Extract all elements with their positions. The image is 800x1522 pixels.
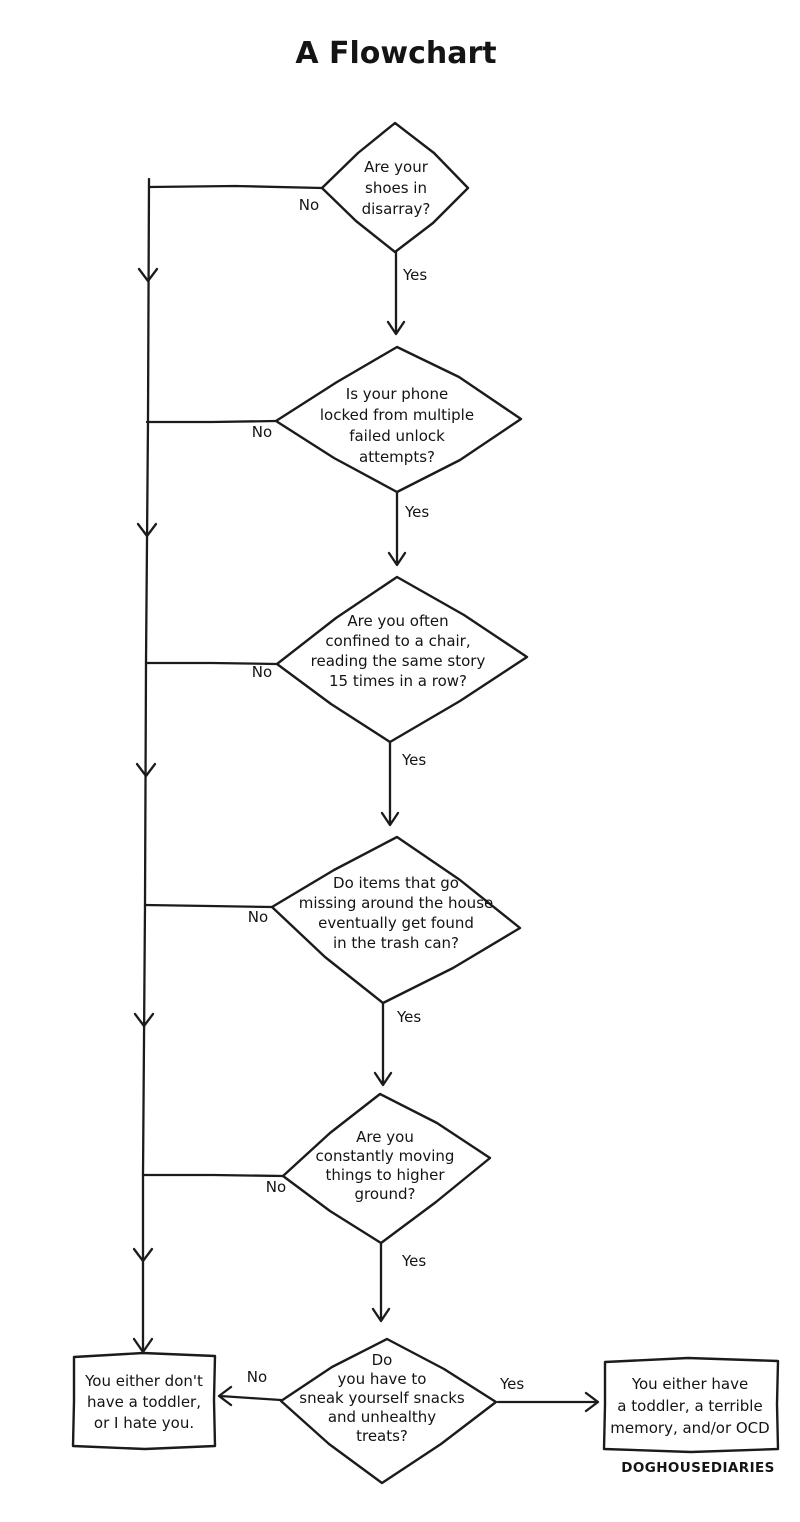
decision-3-line: confined to a chair, [325,632,470,650]
yes-label-6: Yes [499,1375,524,1393]
outcome-yes: You either have a toddler, a terrible me… [602,1356,780,1454]
decision-6-line: treats? [356,1427,408,1445]
decision-5-diamond [281,1092,492,1245]
no-label-5: No [266,1178,286,1196]
decision-3-line: Are you often [347,612,448,630]
flowchart-title: A Flowchart [295,36,496,71]
decision-3-diamond [275,575,529,744]
no-connector-4 [143,903,274,909]
outcome-no-line: You either don't [84,1372,203,1390]
yes-arrow-4 [373,1001,393,1087]
decision-5-line: things to higher [325,1166,445,1184]
decision-1-diamond [320,121,470,254]
attribution-text: DOGHOUSEDIARIES [621,1460,775,1476]
outcome-no-line: or I hate you. [94,1414,194,1432]
outcome-yes-box [602,1356,780,1454]
decision-4-line: missing around the house [299,894,494,912]
decision-6-line: and unhealthy [328,1408,436,1426]
yes-arrow-5 [371,1241,391,1323]
outcome-yes-line: You either have [631,1375,748,1393]
trunk-chevron-3 [135,762,157,778]
decision-3: Are you often confined to a chair, readi… [252,575,529,769]
yes-arrow-2 [387,490,407,567]
no-label-4: No [248,908,268,926]
yes-arrow-3 [380,740,400,827]
decision-4-line: eventually get found [318,914,474,932]
decision-4-line: in the trash can? [333,934,459,952]
yes-label-1: Yes [402,266,427,284]
trunk-chevron-1 [137,267,159,283]
decision-3-line: reading the same story [311,652,486,670]
decision-5-line: ground? [354,1185,415,1203]
outcome-no-line: have a toddler, [87,1393,201,1411]
decision-6-line: sneak yourself snacks [299,1389,465,1407]
decision-4-diamond [270,835,522,1005]
outcome-yes-line: a toddler, a terrible [617,1397,762,1415]
no-trunk [132,177,159,1354]
no-label-6: No [247,1368,267,1386]
decision-1-line: shoes in [365,179,427,197]
decision-2-line: Is your phone [346,385,448,403]
decision-6: Do you have to sneak yourself snacks and… [247,1337,524,1485]
no-label-2: No [252,423,272,441]
decision-2-line: failed unlock [349,427,445,445]
yes-label-3: Yes [401,751,426,769]
yes-arrow-1 [386,250,406,336]
no-connectors [141,184,324,1178]
decision-5-line: constantly moving [316,1147,455,1165]
no-label-1: No [299,196,319,214]
yes-label-2: Yes [404,503,429,521]
decision-5-line: Are you [356,1128,414,1146]
decision-1: Are your shoes in disarray? No Yes [299,121,470,284]
yes-label-4: Yes [396,1008,421,1026]
decision-5: Are you constantly moving things to high… [266,1092,492,1270]
decision-1-line: disarray? [362,200,431,218]
decision-3-line: 15 times in a row? [329,672,467,690]
decision-2-line: attempts? [359,448,435,466]
decision-4: Do items that go missing around the hous… [248,835,522,1026]
decision-1-line: Are your [364,158,429,176]
no-label-3: No [252,663,272,681]
trunk-chevron-2 [136,522,158,538]
outcome-no: You either don't have a toddler, or I ha… [71,1351,217,1451]
outcome-yes-line: memory, and/or OCD [610,1419,769,1437]
no-trunk-line [141,177,151,1353]
yes-arrow-final [496,1391,600,1413]
trunk-chevron-5 [132,1247,154,1263]
decision-2: Is your phone locked from multiple faile… [252,345,523,521]
decision-2-diamond [274,345,523,494]
decision-6-diamond [279,1337,498,1485]
decision-4-line: Do items that go [333,874,459,892]
no-connector-1 [147,184,324,190]
decision-6-line: you have to [338,1370,427,1388]
no-connector-5 [141,1173,285,1178]
no-arrow-final [217,1385,283,1407]
outcome-no-box [71,1351,217,1451]
no-connector-2 [145,419,278,424]
decision-6-line: Do [372,1351,393,1369]
decision-2-line: locked from multiple [320,406,474,424]
no-connector-3 [144,661,279,666]
yes-label-5: Yes [401,1252,426,1270]
trunk-chevron-4 [133,1012,155,1028]
yes-arrows [371,250,407,1323]
